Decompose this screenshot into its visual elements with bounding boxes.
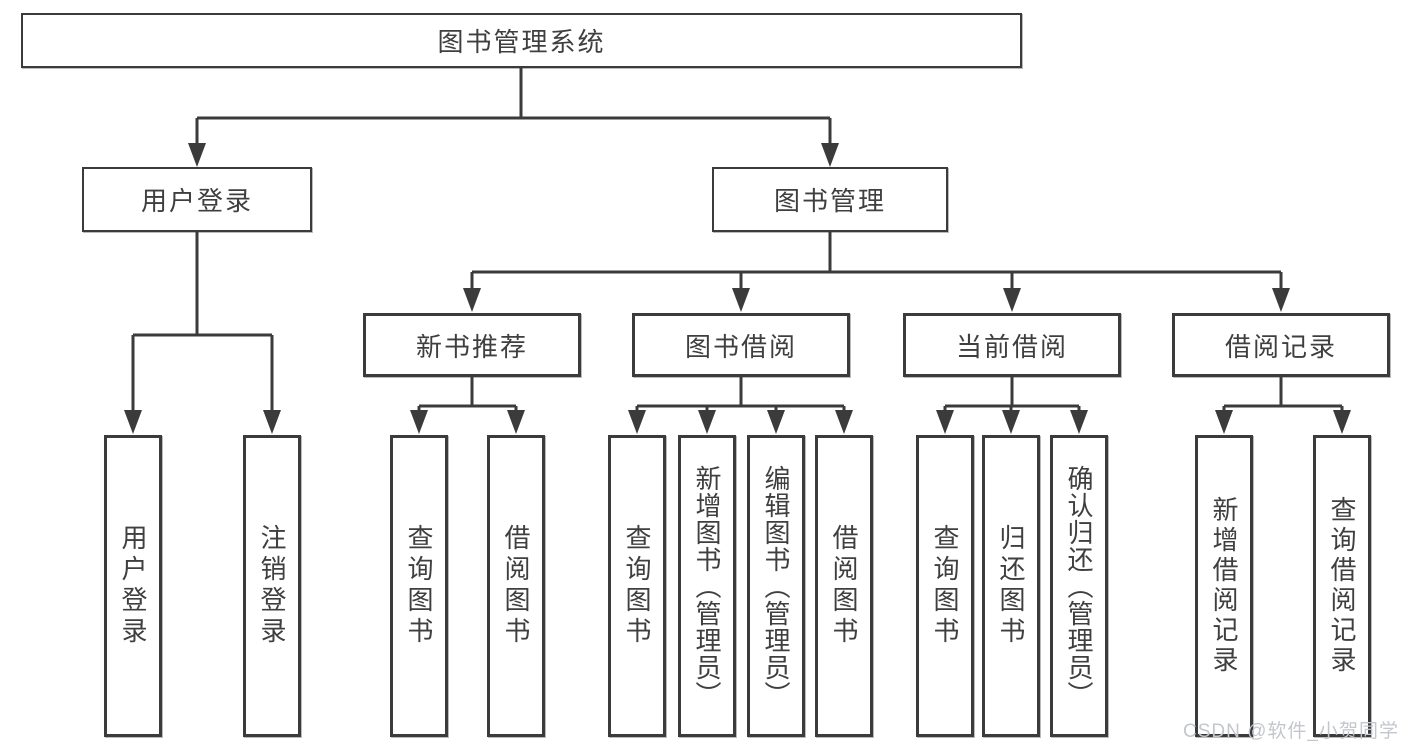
node-book-mgmt-label: 图书管理 <box>773 186 886 216</box>
leaf-current-borrow-confirm: 确认归还（管理员） <box>1050 435 1108 737</box>
leaf-current-borrow-query-label: 查询图书 <box>930 524 960 648</box>
arrowhead-leaf-nb-query <box>410 410 428 434</box>
leaf-book-borrow-borrow: 借阅图书 <box>815 435 873 737</box>
leaf-book-borrow-edit-label: 编辑图书（管理员） <box>761 464 791 708</box>
node-book-mgmt: 图书管理 <box>712 167 948 232</box>
node-book-borrow-label: 图书借阅 <box>684 331 797 362</box>
leaf-current-borrow-query: 查询图书 <box>916 435 974 737</box>
leaf-user-login: 用户登录 <box>104 435 162 737</box>
leaf-current-borrow-confirm-label: 确认归还（管理员） <box>1064 464 1094 708</box>
node-user-login: 用户登录 <box>82 167 312 232</box>
node-root-label: 图书管理系统 <box>437 27 606 57</box>
leaf-borrow-records-add: 新增借阅记录 <box>1195 435 1253 737</box>
arrowhead-new-books <box>463 288 481 312</box>
leaf-borrow-records-query-label: 查询借阅记录 <box>1327 496 1357 676</box>
arrowhead-leaf-br-query <box>1333 410 1351 434</box>
leaf-new-books-borrow-label: 借阅图书 <box>501 524 531 648</box>
node-current-borrow: 当前借阅 <box>903 313 1121 377</box>
leaf-logout: 注销登录 <box>243 435 301 737</box>
node-new-books: 新书推荐 <box>363 313 581 377</box>
arrowhead-borrow-records <box>1272 288 1290 312</box>
leaf-book-borrow-query: 查询图书 <box>608 435 666 737</box>
leaf-book-borrow-add-label: 新增图书（管理员） <box>692 464 722 708</box>
leaf-new-books-query: 查询图书 <box>390 435 448 737</box>
leaf-new-books-query-label: 查询图书 <box>404 524 434 648</box>
arrowhead-leaf-login <box>124 410 142 434</box>
arrowhead-leaf-bb-add <box>698 410 716 434</box>
node-user-login-label: 用户登录 <box>140 186 253 216</box>
node-book-borrow: 图书借阅 <box>632 313 850 377</box>
node-new-books-label: 新书推荐 <box>415 331 528 362</box>
leaf-user-login-label: 用户登录 <box>118 524 148 648</box>
node-borrow-records: 借阅记录 <box>1172 313 1390 377</box>
arrowhead-book-mgmt <box>821 143 839 167</box>
arrowhead-leaf-bb-query <box>628 410 646 434</box>
leaf-current-borrow-return-label: 归还图书 <box>996 524 1026 648</box>
arrowhead-leaf-cb-return <box>1002 410 1020 434</box>
node-borrow-records-label: 借阅记录 <box>1224 331 1337 362</box>
arrowhead-leaf-bb-borrow <box>835 410 853 434</box>
arrowhead-leaf-logout <box>263 410 281 434</box>
leaf-book-borrow-edit: 编辑图书（管理员） <box>747 435 805 737</box>
leaf-book-borrow-borrow-label: 借阅图书 <box>829 524 859 648</box>
arrowhead-leaf-cb-query <box>936 410 954 434</box>
leaf-borrow-records-add-label: 新增借阅记录 <box>1209 496 1239 676</box>
leaf-new-books-borrow: 借阅图书 <box>487 435 545 737</box>
arrowhead-leaf-cb-confirm <box>1070 410 1088 434</box>
leaf-current-borrow-return: 归还图书 <box>982 435 1040 737</box>
arrowhead-current-borrow <box>1003 288 1021 312</box>
node-root: 图书管理系统 <box>21 13 1022 68</box>
arrowhead-leaf-nb-borrow <box>507 410 525 434</box>
node-current-borrow-label: 当前借阅 <box>955 331 1068 362</box>
leaf-book-borrow-add: 新增图书（管理员） <box>678 435 736 737</box>
arrowhead-book-borrow <box>732 288 750 312</box>
arrowhead-user-login <box>188 143 206 167</box>
leaf-logout-label: 注销登录 <box>257 524 287 648</box>
leaf-borrow-records-query: 查询借阅记录 <box>1313 435 1371 737</box>
arrowheads <box>124 143 1351 434</box>
arrowhead-leaf-br-add <box>1215 410 1233 434</box>
arrowhead-leaf-bb-edit <box>767 410 785 434</box>
leaf-book-borrow-query-label: 查询图书 <box>622 524 652 648</box>
